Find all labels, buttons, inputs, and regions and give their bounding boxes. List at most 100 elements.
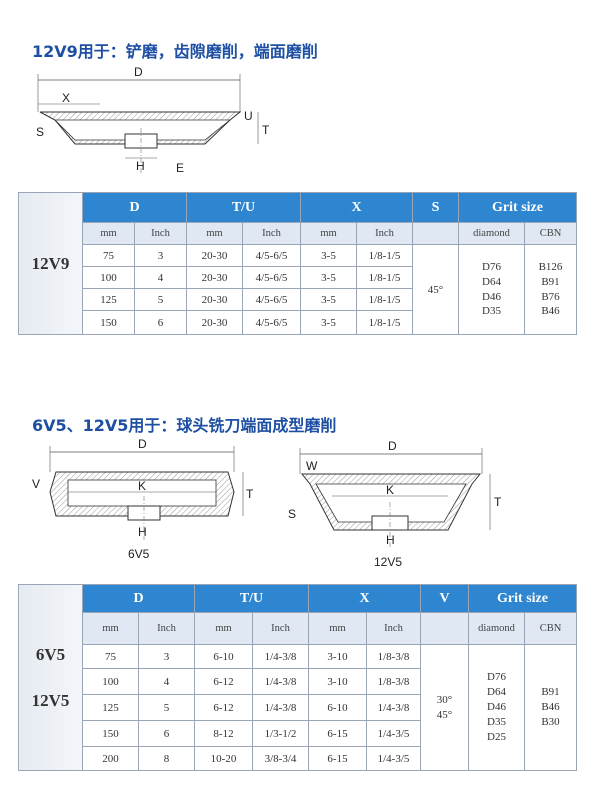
- subheader: diamond: [468, 612, 525, 645]
- table-6v5-12v5: 6V5 12V5 D T/U X V Grit size mm Inch mm …: [18, 584, 578, 771]
- label-t: T: [262, 123, 270, 137]
- cell: 3-10: [308, 668, 367, 695]
- s-value: 45°: [412, 244, 459, 335]
- cell: 6-12: [194, 694, 253, 721]
- cbn-item: B46: [541, 701, 560, 714]
- label-t: T: [246, 487, 254, 501]
- label-k: K: [386, 483, 394, 497]
- cell: 3-5: [300, 266, 357, 289]
- cell: 125: [82, 288, 135, 311]
- section-title-6v5-12v5: 6V5、12V5用于：球头铣刀端面成型磨削: [32, 416, 337, 435]
- label-s: S: [288, 507, 296, 521]
- cbn-item: B91: [541, 686, 560, 699]
- cell: 150: [82, 310, 135, 335]
- label-t: T: [494, 495, 502, 509]
- cell: 125: [82, 694, 139, 721]
- table-row: 200 8 10-20 3/8-3/4 6-15 1/4-3/5: [19, 746, 577, 771]
- diamond-item: D46: [487, 701, 506, 714]
- cell: 6-15: [308, 720, 367, 747]
- cell: 3/8-3/4: [252, 746, 309, 771]
- cbn-list: B91 B46 B30: [523, 644, 578, 771]
- cell: 100: [82, 668, 139, 695]
- cell: 1/4-3/8: [252, 694, 309, 721]
- diamond-list: D76 D64 D46 D35 D25: [468, 644, 525, 771]
- cell: 4/5-6/5: [242, 288, 301, 311]
- header-d: D: [82, 584, 195, 613]
- table-row: 100 4 20-30 4/5-6/5 3-5 1/8-1/5: [19, 266, 577, 289]
- cell: 8: [138, 746, 195, 771]
- header-grit: Grit size: [467, 584, 578, 613]
- cell: 75: [82, 244, 135, 267]
- subheader: mm: [82, 612, 139, 645]
- cell: 6-10: [194, 644, 253, 669]
- cell: 20-30: [186, 288, 243, 311]
- diamond-item: D35: [482, 305, 501, 318]
- section-title-12v9: 12V9用于：铲磨，齿隙磨削，端面磨削: [32, 42, 318, 61]
- caption-12v5: 12V5: [374, 555, 402, 569]
- subheader: Inch: [242, 222, 301, 245]
- cell: 6-12: [194, 668, 253, 695]
- cell: 3: [138, 644, 195, 669]
- cell: 20-30: [186, 266, 243, 289]
- v-value: 45°: [436, 708, 453, 721]
- label-k: K: [138, 479, 146, 493]
- cell: 150: [82, 720, 139, 747]
- cell: 1/8-1/5: [356, 266, 413, 289]
- cell: 6-10: [308, 694, 367, 721]
- drawing-12v9: D X T U S H E: [30, 62, 290, 182]
- cell: 75: [82, 644, 139, 669]
- cell: 3-5: [300, 288, 357, 311]
- cell: 1/4-3/8: [366, 694, 421, 721]
- header-x: X: [308, 584, 421, 613]
- cbn-item: B126: [538, 260, 563, 273]
- cell: 5: [138, 694, 195, 721]
- label-e: E: [176, 161, 184, 175]
- diamond-list: D76 D64 D46 D35: [458, 244, 525, 335]
- label-d: D: [388, 439, 397, 453]
- diamond-item: D25: [487, 730, 506, 743]
- subheader: CBN: [523, 222, 578, 245]
- cell: 3-5: [300, 244, 357, 267]
- cell: 6: [134, 310, 187, 335]
- cell: 3-10: [308, 644, 367, 669]
- diamond-item: D64: [487, 686, 506, 699]
- header-tu: T/U: [194, 584, 309, 613]
- label-u: U: [244, 109, 253, 123]
- cbn-item: B91: [541, 275, 560, 288]
- model-label-6v5: 6V5: [35, 644, 66, 664]
- label-h: H: [386, 533, 395, 547]
- cell: 1/4-3/5: [366, 746, 421, 771]
- cell: 4: [138, 668, 195, 695]
- table-12v9: 12V9 D T/U X S Grit size mm Inch mm Inch…: [18, 192, 578, 335]
- header-tu: T/U: [186, 192, 301, 223]
- label-w: W: [306, 459, 318, 473]
- cell: 1/8-1/5: [356, 288, 413, 311]
- subheader: Inch: [134, 222, 187, 245]
- v-values: 30° 45°: [420, 644, 469, 771]
- table-row: 100 4 6-12 1/4-3/8 3-10 1/8-3/8: [19, 668, 577, 695]
- label-v: V: [32, 477, 40, 491]
- header-d: D: [82, 192, 187, 223]
- table-row: 75 3 20-30 4/5-6/5 3-5 1/8-1/5 45° D76 D…: [19, 244, 578, 335]
- diamond-item: D35: [487, 715, 506, 728]
- cell: 1/3-1/2: [252, 720, 309, 747]
- diamond-item: D46: [482, 290, 501, 303]
- subheader: Inch: [366, 612, 421, 645]
- cell: 4/5-6/5: [242, 266, 301, 289]
- v-value: 30°: [436, 693, 453, 706]
- subheader: Inch: [138, 612, 195, 645]
- cbn-list: B126 B91 B76 B46: [523, 244, 578, 335]
- header-grit: Grit size: [457, 192, 578, 223]
- label-d: D: [134, 65, 143, 79]
- cell: 3: [134, 244, 187, 267]
- caption-6v5: 6V5: [128, 547, 150, 561]
- cell: 20-30: [186, 244, 243, 267]
- diamond-item: D76: [487, 671, 506, 684]
- cell: 4/5-6/5: [242, 310, 301, 335]
- table-row: 150 6 20-30 4/5-6/5 3-5 1/8-1/5: [19, 310, 577, 335]
- cbn-item: B46: [541, 305, 560, 318]
- cell: 200: [82, 746, 139, 771]
- cell: 100: [82, 266, 135, 289]
- cell: 1/8-1/5: [356, 244, 413, 267]
- subheader: diamond: [458, 222, 525, 245]
